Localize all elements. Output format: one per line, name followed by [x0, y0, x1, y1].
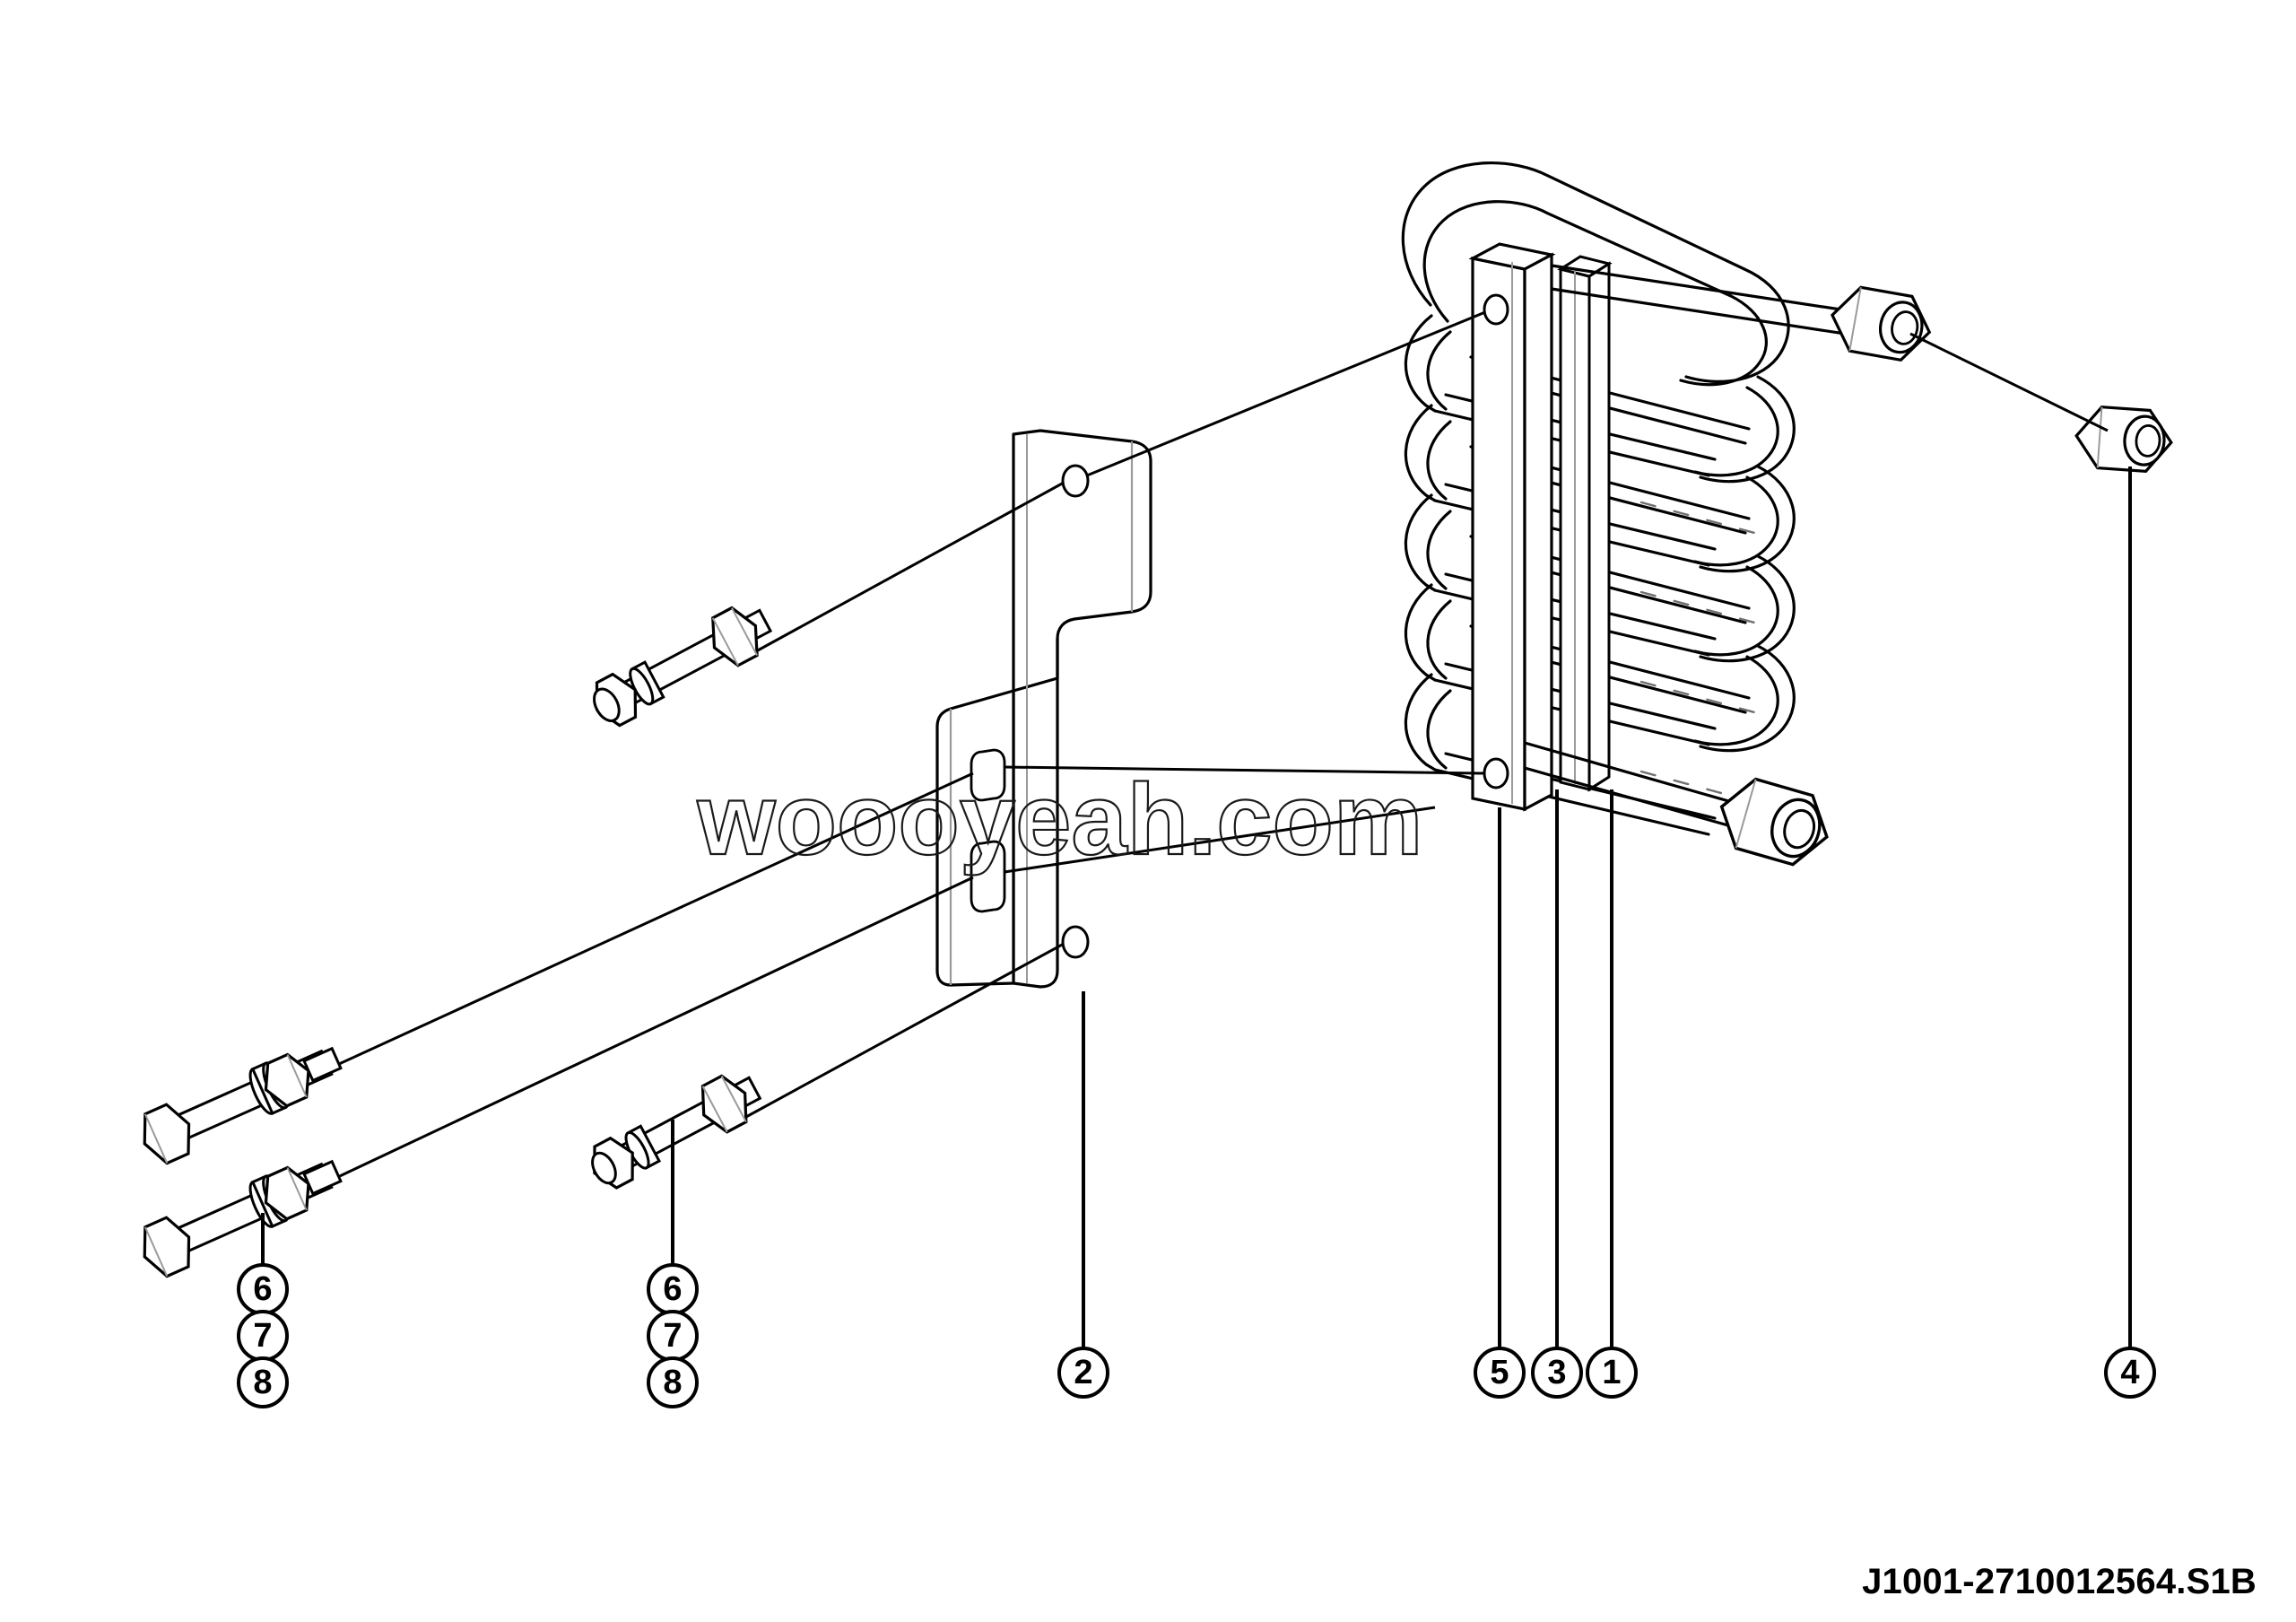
callout-number: 3: [1547, 1354, 1566, 1391]
callout-balloon-4[interactable]: 4: [2104, 1347, 2156, 1399]
assembly-leader-lines: [295, 310, 1486, 1199]
hex-union-fitting-far-right: [2074, 406, 2173, 473]
callout-balloon-7-left[interactable]: 7: [237, 1310, 289, 1362]
callout-number: 2: [1074, 1354, 1092, 1391]
callout-number: 8: [253, 1364, 272, 1401]
hex-union-fitting-mid-right: [1719, 777, 1829, 867]
fastener-bolt-long-upper: [143, 1046, 343, 1165]
callout-leaders: [261, 467, 2132, 1348]
callout-balloon-6-mid[interactable]: 6: [647, 1263, 699, 1315]
callout-number: 1: [1602, 1354, 1621, 1391]
bar-edge-highlight: [1511, 262, 1576, 804]
callout-balloon-8-mid[interactable]: 8: [647, 1356, 699, 1408]
callout-balloon-3[interactable]: 3: [1531, 1347, 1583, 1399]
mounting-bracket-plate: [935, 429, 1152, 989]
callout-number: 4: [2120, 1354, 2139, 1391]
callout-layer: 1 2 3 4 5: [237, 467, 2156, 1408]
callout-number: 6: [663, 1270, 682, 1308]
watermark-text: woooyeah.com: [696, 763, 1422, 876]
callout-number: 6: [253, 1270, 272, 1308]
fastener-bolt-lower-mid: [591, 1074, 762, 1190]
leader-fitting-link: [1909, 332, 2109, 432]
callout-balloon-5[interactable]: 5: [1474, 1347, 1526, 1399]
callout-number: 7: [253, 1317, 272, 1355]
fastener-bolt-upper-left: [593, 606, 773, 728]
callout-balloon-6-left[interactable]: 6: [237, 1263, 289, 1315]
fastener-bolt-long-lower: [143, 1159, 343, 1278]
callout-number: 5: [1490, 1354, 1509, 1391]
callout-number: 7: [663, 1317, 682, 1355]
part-number-label: J1001-2710012564.S1B: [1862, 1562, 2257, 1601]
callout-balloon-7-mid[interactable]: 7: [647, 1310, 699, 1362]
coil-support-bar-rear: [1557, 255, 1613, 792]
callout-balloon-8-left[interactable]: 8: [237, 1356, 289, 1408]
coil-inlet-tube: [1551, 264, 1859, 337]
callout-balloon-2[interactable]: 2: [1057, 1347, 1109, 1399]
callout-number: 8: [663, 1364, 682, 1401]
coil-outlet-tube: [1524, 741, 1752, 833]
hex-union-fitting-top-right: [1830, 285, 1932, 362]
callout-balloon-1[interactable]: 1: [1586, 1347, 1638, 1399]
